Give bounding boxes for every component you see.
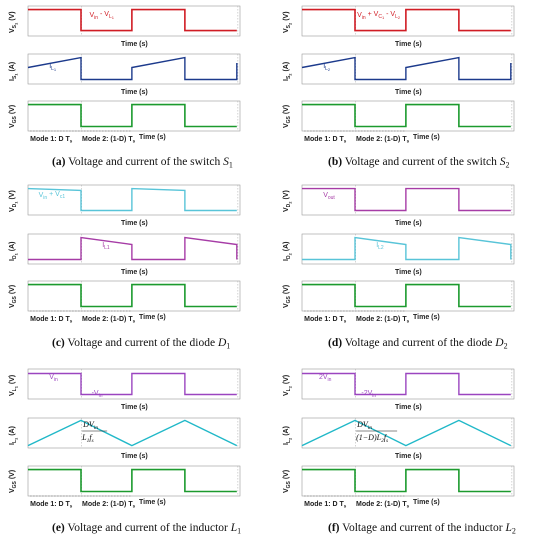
y-axis-label: VS2 (V): [283, 11, 293, 33]
voltage-annotation: Vin + Vc1: [39, 191, 66, 201]
current-annotation: IL1: [102, 242, 110, 251]
ripple-formula-denominator: (1−D)L2fs: [356, 433, 388, 444]
mode2-label: Mode 2: (1-D) Ts: [356, 136, 410, 144]
mode1-label: Mode 1: D Ts: [304, 136, 347, 144]
x-axis-label: Time (s): [121, 453, 148, 460]
gate-signal-trace: [302, 283, 511, 308]
panel-caption: (e) Voltage and current of the inductor …: [52, 522, 241, 536]
x-axis-label: Time (s): [395, 269, 422, 276]
diode-voltage-trace: [302, 187, 511, 212]
mode2-label: Mode 2: (1-D) Ts: [82, 501, 136, 509]
panel-caption: (a) Voltage and current of the switch S1: [52, 156, 233, 170]
diode-current-trace: [28, 236, 238, 261]
x-axis-label: Time (s): [121, 41, 148, 48]
x-axis-label: Time (s): [121, 404, 148, 411]
y-axis-label: VGS (V): [283, 470, 292, 493]
voltage-annotation: Vout: [323, 192, 335, 201]
gate-signal-trace: [28, 283, 237, 308]
x-axis-label: Time (s): [121, 269, 148, 276]
mode1-label: Mode 1: D Ts: [304, 501, 347, 509]
switch-voltage-trace: [28, 8, 237, 32]
x-axis-label: Time (s): [139, 314, 166, 321]
voltage-annotation-high: 2Vin: [319, 374, 332, 383]
panel-caption: (b) Voltage and current of the switch S2: [328, 156, 509, 170]
diode-voltage-trace: [27, 187, 237, 212]
ripple-formula-denominator: L1fs: [81, 433, 94, 444]
x-axis-label: Time (s): [121, 89, 148, 96]
y-axis-label: VL1 (V): [9, 375, 19, 396]
mode1-label: Mode 1: D Ts: [30, 316, 73, 324]
gate-signal-trace: [302, 103, 511, 128]
y-axis-label: VS1 (V): [9, 11, 19, 33]
voltage-annotation: Vin + VC1 - VL2: [357, 11, 401, 21]
x-axis-label: Time (s): [395, 220, 422, 227]
x-axis-label: Time (s): [395, 453, 422, 460]
panel-caption: (c) Voltage and current of the diode D1: [52, 337, 230, 351]
inductor-current-trace: [301, 419, 512, 447]
inductor-voltage-trace: [28, 372, 237, 396]
x-axis-label: Time (s): [121, 220, 148, 227]
y-axis-label: IS2 (A): [283, 62, 293, 81]
switch-current-trace: [27, 56, 238, 81]
current-annotation: IL1: [49, 63, 57, 72]
current-annotation: IL2: [376, 242, 384, 251]
x-axis-label: Time (s): [395, 41, 422, 48]
mode2-label: Mode 2: (1-D) Ts: [82, 136, 136, 144]
voltage-annotation: Vin - VL1: [89, 11, 114, 21]
voltage-annotation-low: -Vin: [92, 390, 103, 399]
y-axis-label: ID1 (A): [9, 242, 19, 261]
plot-a-0-frame: [27, 5, 241, 37]
panel-caption: (f) Voltage and current of the inductor …: [328, 522, 516, 536]
y-axis-label: VD1 (V): [9, 190, 19, 212]
plot-f-1-frame: [301, 417, 515, 449]
gate-signal-trace: [302, 468, 511, 493]
y-axis-label: VGS (V): [9, 470, 18, 493]
switch-current-trace: [301, 56, 512, 81]
y-axis-label: VGS (V): [9, 105, 18, 128]
mode2-label: Mode 2: (1-D) Ts: [356, 501, 410, 509]
mode1-label: Mode 1: D Ts: [30, 501, 73, 509]
y-axis-label: IS1 (A): [9, 62, 19, 81]
x-axis-label: Time (s): [139, 499, 166, 506]
x-axis-label: Time (s): [413, 499, 440, 506]
panel-caption: (d) Voltage and current of the diode D2: [328, 337, 508, 351]
x-axis-label: Time (s): [413, 314, 440, 321]
ripple-formula-numerator: DVin: [356, 420, 372, 431]
y-axis-label: VD2 (V): [283, 190, 293, 212]
y-axis-label: VGS (V): [283, 285, 292, 308]
ripple-formula-numerator: DVin: [82, 420, 98, 431]
x-axis-label: Time (s): [395, 89, 422, 96]
plot-e-1-frame: [27, 417, 241, 449]
inductor-voltage-trace: [302, 372, 511, 396]
gate-signal-trace: [28, 468, 237, 493]
mode1-label: Mode 1: D Ts: [30, 136, 73, 144]
y-axis-label: ID2 (A): [283, 242, 293, 261]
voltage-annotation-low: -2Vin: [361, 390, 376, 399]
y-axis-label: VL2 (V): [283, 375, 293, 396]
voltage-annotation-high: Vin: [49, 374, 58, 383]
mode2-label: Mode 2: (1-D) Ts: [82, 316, 136, 324]
y-axis-label: IL1 (A): [9, 426, 19, 445]
mode1-label: Mode 1: D Ts: [304, 316, 347, 324]
y-axis-label: VGS (V): [283, 105, 292, 128]
current-annotation: IL2: [323, 63, 331, 72]
diode-current-trace: [302, 236, 512, 261]
mode2-label: Mode 2: (1-D) Ts: [356, 316, 410, 324]
x-axis-label: Time (s): [139, 134, 166, 141]
y-axis-label: VGS (V): [9, 285, 18, 308]
plot-b-0-frame: [301, 5, 515, 37]
switch-voltage-trace: [302, 8, 511, 32]
y-axis-label: IL2 (A): [283, 426, 293, 445]
inductor-current-trace: [27, 419, 238, 447]
x-axis-label: Time (s): [413, 134, 440, 141]
gate-signal-trace: [28, 103, 237, 128]
x-axis-label: Time (s): [395, 404, 422, 411]
